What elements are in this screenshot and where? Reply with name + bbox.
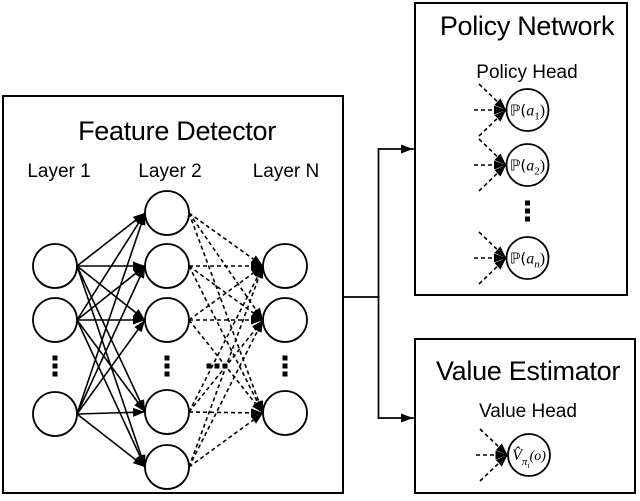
value-estimator-box [414, 338, 636, 494]
ellipsis-dot [525, 216, 530, 222]
ellipsis-dot [282, 363, 288, 369]
edge [76, 212, 146, 415]
layerN-node [262, 297, 308, 343]
policy-node [505, 143, 550, 187]
policy-node-label: ℙ(a2) [510, 157, 545, 178]
value-head-label: Value Head [479, 401, 577, 422]
policy-node-label: ℙ(an) [510, 250, 545, 271]
layer1-node [32, 243, 78, 289]
edge [76, 407, 146, 417]
edge [76, 212, 146, 321]
dashed-edge [188, 265, 264, 413]
edge [76, 265, 146, 321]
layer2-node [144, 444, 190, 490]
layer2-node [144, 297, 190, 343]
value-estimator-title: Value Estimator [436, 356, 620, 386]
dashed-edge [188, 412, 264, 468]
input-stub [478, 164, 507, 192]
ellipsis-dot [164, 355, 170, 361]
policy-node [505, 236, 550, 280]
layer1-to-layer2-edges [76, 212, 146, 468]
layer2-node [144, 243, 190, 289]
vertical-ellipsis-layer2 [164, 355, 170, 377]
layerN-nodes [262, 243, 308, 436]
feature-detector-title: Feature Detector [78, 116, 276, 146]
edge [76, 265, 146, 415]
dashed-edge [188, 212, 264, 267]
ellipsis-dot [206, 363, 212, 369]
policy-network-title: Policy Network [440, 11, 615, 41]
edge [76, 413, 146, 468]
ellipsis-dot [525, 200, 530, 206]
ellipsis-dot [282, 355, 288, 361]
feature-output-connector [342, 144, 414, 423]
dashed-edge [188, 265, 264, 321]
ellipsis-dot [164, 371, 170, 377]
layer2-label: Layer 2 [138, 161, 201, 182]
layerN-node [262, 243, 308, 289]
value-node-input-stubs [476, 428, 509, 482]
ellipsis-dot [222, 363, 228, 369]
layer2-node [144, 190, 190, 236]
ellipsis-dot [52, 363, 58, 369]
input-stub [478, 109, 507, 137]
layer1-nodes [32, 243, 78, 437]
input-stub [478, 257, 507, 285]
layer1-node [32, 391, 78, 437]
horizontal-ellipsis-hidden-layers [206, 363, 228, 369]
ellipsis-dot [164, 363, 170, 369]
edge [76, 319, 146, 468]
value-node [507, 433, 551, 477]
dashed-edge [188, 212, 264, 414]
edge [76, 319, 146, 415]
policy-node-input-stubs [474, 83, 507, 285]
policy-head-label: Policy Head [476, 62, 577, 83]
ellipsis-dot [525, 208, 530, 214]
ellipsis-dot [52, 355, 58, 361]
value-node-label: V̂πi(o) [512, 445, 546, 470]
vertical-ellipsis-layer1 [52, 355, 58, 377]
ellipsis-dot [282, 371, 288, 377]
layerN-label: Layer N [253, 161, 320, 182]
dashed-edge [188, 408, 264, 418]
ellipsis-dot [52, 371, 58, 377]
layer2-nodes [144, 190, 190, 490]
layer1-node [32, 297, 78, 343]
policy-node-label: ℙ(a1) [510, 102, 545, 123]
input-stub [479, 454, 509, 482]
layer2-node [144, 389, 190, 435]
vertical-ellipsis-policy [525, 200, 530, 222]
ellipsis-dot [214, 363, 220, 369]
layer1-label: Layer 1 [27, 161, 90, 182]
edge [76, 212, 146, 267]
policy-node [505, 88, 550, 132]
layerN-node [262, 390, 308, 436]
vertical-ellipsis-layerN [282, 355, 288, 377]
